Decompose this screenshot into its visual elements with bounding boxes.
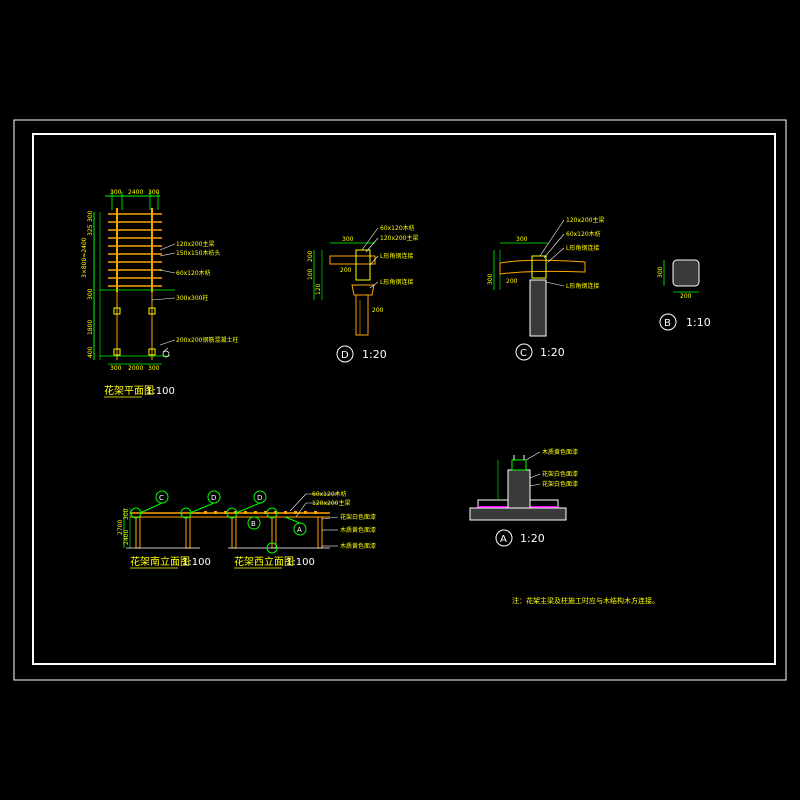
plan-title: 花架平面图: [104, 384, 154, 397]
plan-scale: 1:100: [146, 386, 175, 397]
elev-dim-3: 300: [123, 508, 130, 520]
detail-a-scale: 1:20: [520, 532, 545, 545]
detail-d-dim-1: 300: [342, 236, 354, 243]
detail-d: 300 200 100 120 200 200 60x120木枋 120x200…: [307, 224, 418, 363]
elev-west-scale: 1:100: [286, 557, 315, 568]
plan-section-marker-icon: [162, 350, 170, 358]
elev-callout-4: 木质黄色面漆: [340, 526, 376, 534]
elev-dim-2: 2400: [123, 530, 130, 545]
plan-callout-4: 300x300柱: [176, 294, 208, 302]
detail-c: 300 300 200 120x200主梁 60x120木枋 L形角钢连接 L形…: [487, 216, 604, 361]
plan-top-dim-1: 300: [110, 189, 122, 196]
elev-callout-2: 120x200主梁: [312, 499, 350, 507]
detail-a-callout-3: 花架白色面漆: [542, 480, 578, 488]
detail-d-dim-2: 200: [307, 250, 314, 262]
detail-c-callout-1: 120x200主梁: [566, 216, 604, 224]
detail-c-scale: 1:20: [540, 346, 565, 359]
plan-left-dim-3: 3×800=2400: [81, 237, 88, 278]
detail-d-dim-4: 120: [315, 283, 322, 295]
detail-c-callout-3: L形角钢连接: [566, 244, 599, 252]
detail-d-bubble: [336, 345, 354, 363]
plan-left-dim-1: 300: [87, 210, 94, 222]
outer-frame: [13, 119, 787, 681]
inner-frame: [32, 133, 776, 665]
detail-a-letter: A: [500, 534, 507, 545]
elev-callout-3: 花架白色面漆: [340, 513, 376, 521]
detail-b: 300 200 B 1:10: [657, 259, 711, 331]
detail-a-callout-2: 花架白色面漆: [542, 470, 578, 478]
detail-b-scale: 1:10: [686, 316, 711, 329]
elev-bubble-1: C: [159, 494, 164, 502]
plan-callout-1: 120x200主梁: [176, 240, 214, 248]
detail-a-callout-1: 木质黄色面漆: [542, 448, 578, 456]
detail-d-letter: D: [341, 350, 349, 361]
plan-view: 300 2400 300 300 325 3×800=2400 300 1800…: [81, 189, 238, 398]
elev-west-title: 花架西立面图: [234, 555, 294, 568]
plan-callout-2: 150x150木枋头: [176, 249, 220, 257]
detail-c-letter: C: [520, 348, 527, 359]
detail-d-dim-6: 200: [340, 267, 352, 274]
plan-bottom-dim-3: 300: [148, 365, 160, 372]
detail-d-callout-3: L形角钢连接: [380, 252, 413, 260]
plan-left-dim-2: 325: [87, 224, 94, 236]
plan-callout-5: 200x200钢筋混凝土柱: [176, 336, 238, 344]
detail-d-callout-4: L形角钢连接: [380, 278, 413, 286]
detail-c-bubble: [515, 343, 533, 361]
detail-a-bubble: [495, 529, 513, 547]
detail-b-dim-1: 300: [657, 266, 664, 278]
detail-d-dim-3: 100: [307, 268, 314, 280]
elev-south-title: 花架南立面图: [130, 555, 190, 568]
plan-left-dim-5: 1800: [87, 320, 94, 335]
detail-c-column: [529, 279, 547, 337]
plan-left-dim-4: 300: [87, 288, 94, 300]
detail-c-dim-2: 300: [487, 273, 494, 285]
elev-bubble-5: A: [297, 526, 302, 534]
elev-bubble-4: B: [251, 520, 256, 528]
detail-b-dim-2: 200: [680, 293, 692, 300]
elev-callout-1: 60x120木枋: [312, 490, 347, 498]
detail-d-dim-5: 200: [372, 307, 384, 314]
elev-south-scale: 1:100: [182, 557, 211, 568]
elev-dim-1: 2700: [117, 520, 124, 535]
detail-d-callout-1: 60x120木枋: [380, 224, 415, 232]
plan-top-dim-3: 300: [148, 189, 160, 196]
detail-d-scale: 1:20: [362, 348, 387, 361]
detail-c-callout-2: 60x120木枋: [566, 230, 601, 238]
plan-bottom-dim-1: 300: [110, 365, 122, 372]
plan-left-dim-6: 400: [87, 346, 94, 358]
detail-c-dim-1: 300: [516, 236, 528, 243]
detail-d-callout-2: 120x200主梁: [380, 234, 418, 242]
elev-callout-5: 木质黄色面漆: [340, 542, 376, 550]
detail-c-dim-3: 200: [506, 278, 518, 285]
elev-bubble-2: D: [211, 494, 216, 502]
detail-c-callout-4: L形角钢连接: [566, 282, 599, 290]
elevations: 2700 2400 300: [117, 490, 376, 569]
plan-callout-3: 60x120木枋: [176, 269, 211, 277]
detail-a: 木质黄色面漆 花架白色面漆 花架白色面漆 A 1:20: [469, 448, 578, 547]
plan-top-dim-2: 2400: [128, 189, 143, 196]
drawing-note: 注：花架主梁及柱施工时应与木结构木方连接。: [512, 596, 659, 605]
detail-b-section: [672, 259, 700, 287]
detail-b-bubble: [659, 313, 677, 331]
elev-bubble-3: D: [257, 494, 262, 502]
detail-b-letter: B: [664, 318, 671, 329]
plan-bottom-dim-2: 2000: [128, 365, 143, 372]
